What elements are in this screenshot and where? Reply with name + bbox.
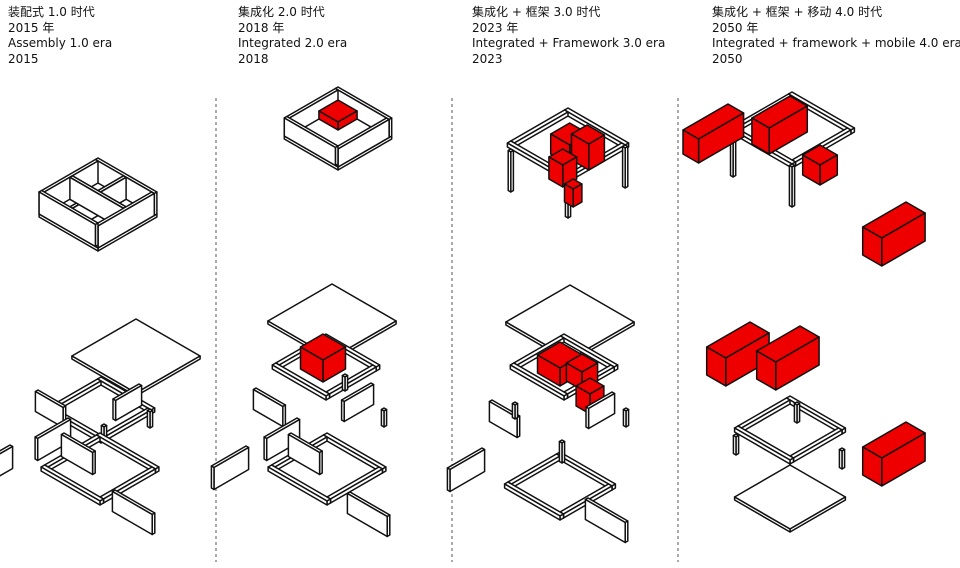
era-3-year: 2023 (472, 51, 503, 66)
post-right-front (838, 448, 843, 470)
floor-frame-front-front (509, 364, 565, 401)
base-frame-front-top (503, 481, 565, 517)
wall-panel-outer-left-right (0, 445, 14, 477)
module-red-d-right (572, 183, 583, 208)
module-red-docked-b-front (751, 117, 770, 155)
floor-frame-right-right (103, 409, 152, 442)
era-1-title-cn: 装配式 1.0 时代 (8, 5, 95, 19)
mobile-module-d-front (861, 446, 883, 487)
base-frame-right-top (99, 466, 157, 500)
partition-panel-a-front (34, 436, 39, 462)
floor-frame-front-front (271, 364, 327, 401)
base-frame-front-front (40, 466, 101, 506)
caption-era-3: 集成化 + 框架 3.0 时代 2023 年 Integrated + Fram… (472, 5, 665, 67)
mobile-module-c-front (755, 350, 777, 391)
floor-frame-left-top (737, 397, 791, 429)
assembled-house-wall-front-front (38, 191, 97, 248)
base-frame-front-front (503, 483, 561, 521)
era-1-year-cn: 2015 年 (8, 20, 55, 35)
era-4-year: 2050 (712, 51, 743, 66)
era-1-title-en: Assembly 1.0 era (8, 36, 113, 50)
era-2-title-cn: 集成化 2.0 时代 (238, 5, 325, 19)
post-left-front (511, 402, 516, 420)
base-frame-back-front (322, 434, 384, 474)
floor-frame-front-top (733, 425, 795, 461)
wall-panel-left-front (34, 390, 64, 429)
base-frame-back-front (95, 434, 157, 474)
column-post-front (341, 374, 346, 392)
wall-panel-outer-front-front (584, 498, 626, 544)
base-post-front (558, 440, 563, 464)
post-left-front (732, 434, 737, 456)
wall-panel-right-front (340, 399, 345, 423)
era-1-illustration (0, 157, 201, 536)
era-3-year-cn: 2023 年 (472, 20, 519, 35)
post-right-front (380, 408, 385, 428)
era-4-title-cn: 集成化 + 框架 + 移动 4.0 时代 (712, 5, 883, 19)
module-red-docked-c-front (801, 154, 821, 186)
caption-era-4: 集成化 + 框架 + 移动 4.0 时代 2050 年 Integrated +… (712, 5, 960, 67)
base-frame-back-top (322, 432, 387, 470)
base-slab-front (733, 496, 791, 533)
base-frame-back-top (95, 432, 160, 470)
era-4-title-en: Integrated + framework + mobile 4.0 era (712, 36, 960, 50)
mobile-module-b-front (705, 346, 727, 387)
caption-era-2: 集成化 2.0 时代 2018 年 Integrated 2.0 era 201… (238, 5, 347, 67)
mobile-module-a-front (861, 226, 883, 267)
wall-panel-outer-left-front (446, 467, 451, 493)
module-red-c-front (548, 156, 564, 188)
frame-leg-a-front (507, 149, 512, 193)
partition-panel-b-front (287, 433, 321, 476)
post-right-front (622, 408, 627, 428)
floor-frame-right-top (789, 427, 843, 459)
partition-panel-b-front (60, 433, 94, 476)
era-2-year-cn: 2018 年 (238, 20, 285, 35)
post-mid-front (793, 402, 798, 424)
floor-frame-left-right (740, 399, 791, 433)
base-frame-left-right (510, 455, 561, 489)
era-2-title-en: Integrated 2.0 era (238, 36, 348, 50)
module-red-core-a-front (536, 354, 561, 387)
wall-panel-outer-front-front (111, 490, 153, 536)
floor-frame-front-front (733, 427, 791, 465)
era-3-illustration (446, 107, 635, 544)
wall-panel-right-front (112, 398, 117, 422)
era-2-year: 2018 (238, 51, 269, 66)
frame-leg-c-front (621, 145, 626, 189)
partition-panel-a-front (263, 436, 268, 462)
module-red-core-front (299, 346, 324, 383)
module-red-docked-a-front (682, 129, 700, 164)
frame-leg-b-front (788, 164, 793, 208)
wall-panel-outer-front-front (346, 492, 388, 538)
era-4-year-cn: 2050 年 (712, 20, 759, 35)
integrated-house-wall-front-front (283, 117, 337, 167)
module-red-top-front (318, 110, 339, 131)
wall-panel-outer-left-front (210, 465, 215, 491)
floor-frame-right-right (792, 429, 843, 463)
era-1-year: 2015 (8, 51, 39, 66)
post-right-front (146, 409, 151, 429)
era-2-illustration (210, 86, 397, 538)
caption-era-1: 装配式 1.0 时代 2015 年 Assembly 1.0 era 2015 (8, 5, 112, 67)
base-frame-left-top (507, 453, 561, 485)
wall-panel-left-front (252, 388, 284, 428)
era-3-title-en: Integrated + Framework 3.0 era (472, 36, 666, 50)
wall-panel-right-front (585, 406, 590, 430)
era-3-title-cn: 集成化 + 框架 3.0 时代 (472, 5, 601, 19)
base-slab-top (733, 464, 847, 530)
module-red-d-front (563, 183, 574, 208)
base-frame-front-front (267, 466, 328, 506)
era-4-illustration (682, 91, 926, 533)
